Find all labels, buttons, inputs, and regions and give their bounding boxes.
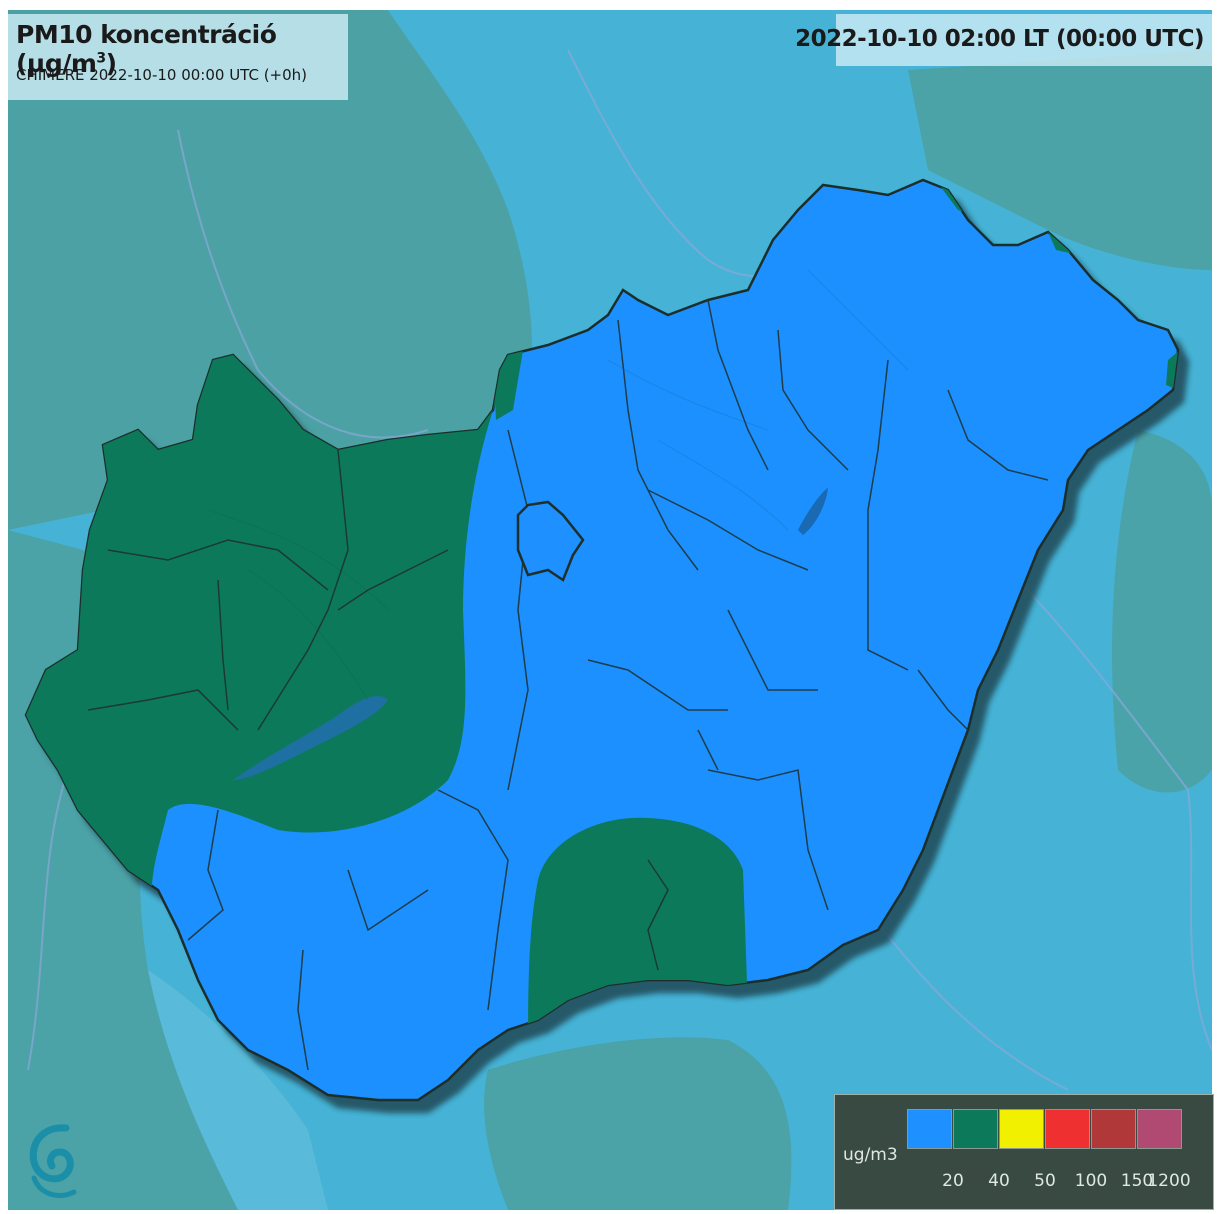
legend-swatch — [1091, 1109, 1136, 1149]
map-title: PM10 koncentráció (µg/m3) — [16, 20, 348, 78]
legend-tick-label: 50 — [1034, 1171, 1056, 1191]
valid-time: 2022-10-10 02:00 LT (00:00 UTC) — [795, 26, 1204, 52]
outer-teal-east — [1112, 430, 1212, 793]
title-panel: PM10 koncentráció (µg/m3) CHIMERE 2022-1… — [8, 14, 348, 100]
legend-tick-label: 150 — [1120, 1171, 1154, 1191]
legend-swatch — [953, 1109, 998, 1149]
legend-swatch — [907, 1109, 952, 1149]
legend-tick-label: 1200 — [1147, 1171, 1191, 1191]
legend-swatch — [1045, 1109, 1090, 1149]
map-canvas — [8, 10, 1212, 1210]
zone-west-20-40 — [26, 310, 528, 910]
legend-swatch — [1137, 1109, 1182, 1149]
county-borders — [87, 299, 1049, 1071]
outer-teal-northeast — [908, 50, 1212, 270]
lake-velence — [798, 488, 828, 535]
lake-balaton — [233, 695, 388, 780]
legend-tick-label: 40 — [988, 1171, 1010, 1191]
title-text: PM10 koncentráció (µg/m — [16, 20, 277, 78]
outer-teal-south — [484, 1037, 792, 1210]
terrain-texture — [207, 269, 909, 701]
title-close: ) — [105, 49, 117, 78]
outer-cyan-southwest — [148, 970, 328, 1210]
title-superscript: 3 — [96, 50, 106, 67]
legend-tick-label: 100 — [1074, 1171, 1108, 1191]
legend-swatch — [999, 1109, 1044, 1149]
map-frame — [8, 10, 1212, 1210]
swirl-logo-icon — [22, 1118, 86, 1204]
budapest-outline — [516, 500, 585, 582]
timestamp-panel: 2022-10-10 02:00 LT (00:00 UTC) — [795, 14, 1212, 66]
legend-unit: ug/m3 — [843, 1145, 898, 1165]
outer-teal-west — [8, 10, 532, 530]
model-run-subtitle: CHIMERE 2022-10-10 00:00 UTC (+0h) — [16, 66, 308, 84]
legend-tick-label: 20 — [942, 1171, 964, 1191]
